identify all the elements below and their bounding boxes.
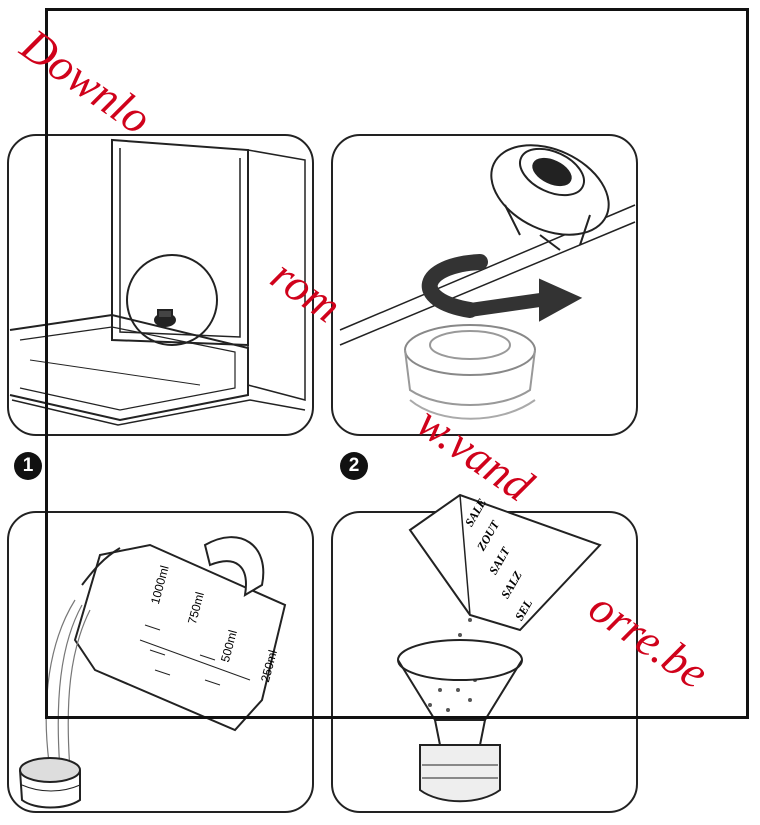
panel-3-pour-water xyxy=(7,511,314,813)
jug-graduations xyxy=(139,624,251,686)
step-1-badge: 1 xyxy=(14,452,42,480)
panel-4-pour-salt xyxy=(331,493,638,813)
step-2-badge: 2 xyxy=(340,452,368,480)
panel-2-unscrew-cap xyxy=(331,134,638,436)
panel-1-dishwasher xyxy=(7,134,314,436)
